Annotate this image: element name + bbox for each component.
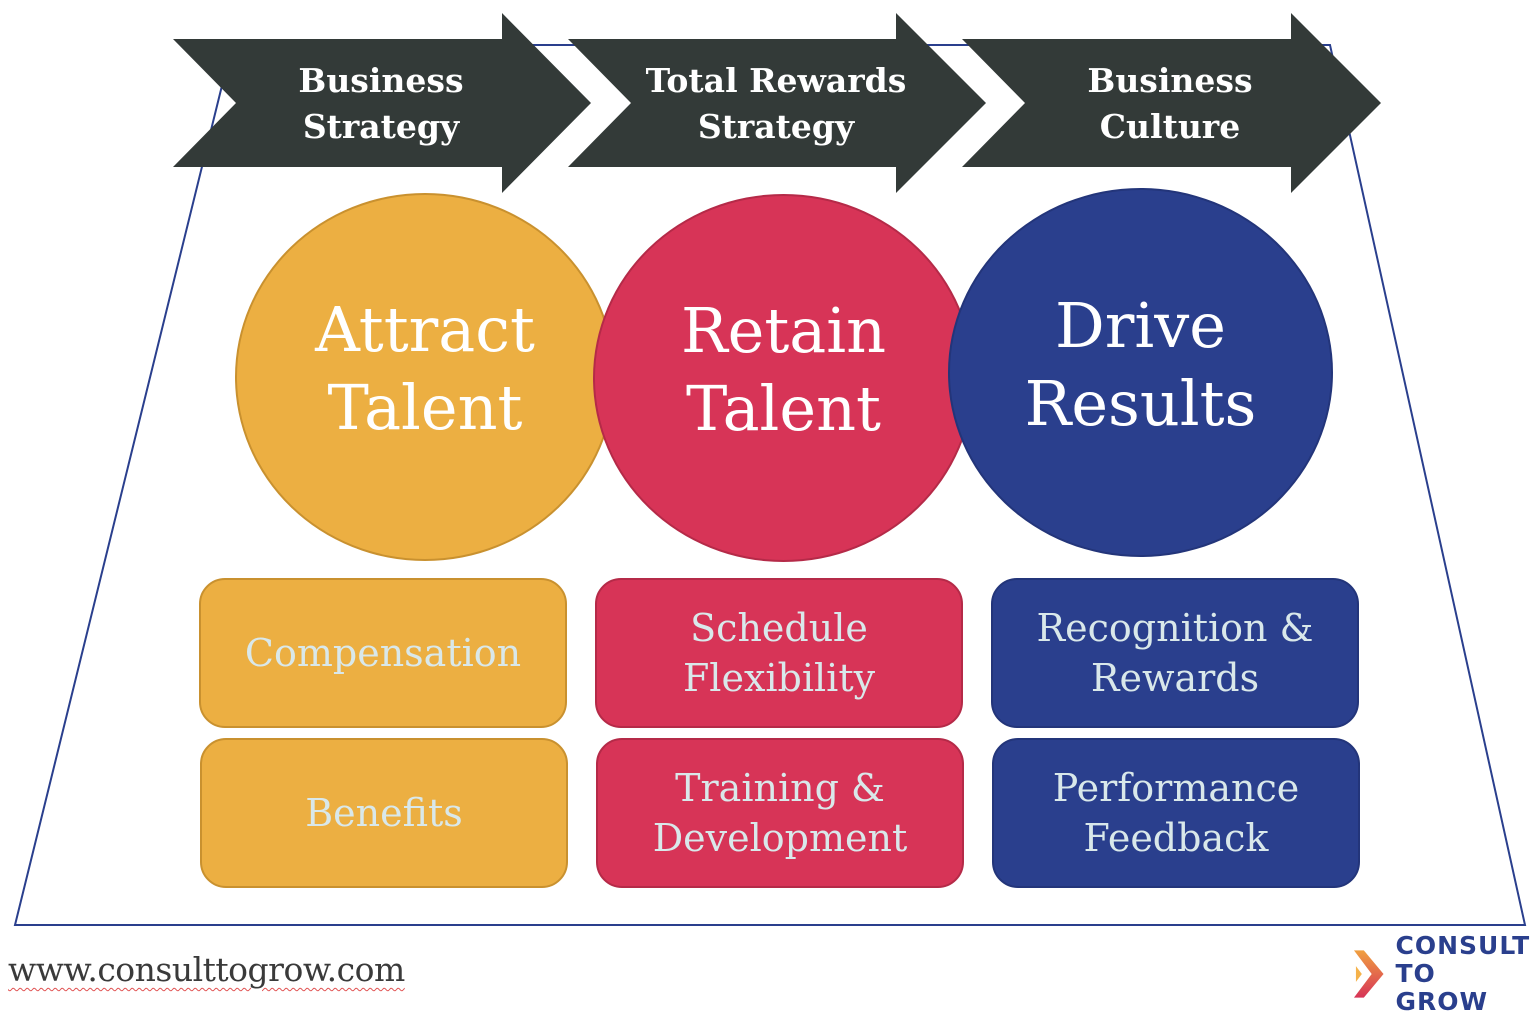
circle-title-line: Results xyxy=(1025,365,1257,443)
box-performance-feedback: Performance Feedback xyxy=(992,738,1360,888)
logo-text-line: TO GROW xyxy=(1396,960,1536,1016)
logo-text-line: CONSULT xyxy=(1396,932,1536,960)
website-url[interactable]: www.consulttogrow.com xyxy=(8,950,405,989)
arrow-label-line: Business xyxy=(1020,58,1320,104)
logo-chevron-icon xyxy=(1352,948,1386,1000)
circle-title-line: Retain xyxy=(681,292,886,370)
arrow-label-business-strategy: Business Strategy xyxy=(231,58,531,150)
box-label: Recognition & xyxy=(1037,603,1314,653)
arrow-label-line: Strategy xyxy=(231,104,531,150)
box-label: Training & xyxy=(675,763,885,813)
box-label: Schedule xyxy=(690,603,868,653)
circle-retain-talent: Retain Talent xyxy=(593,194,974,562)
arrow-label-line: Culture xyxy=(1020,104,1320,150)
arrow-label-line: Total Rewards xyxy=(626,58,926,104)
box-label: Feedback xyxy=(1084,813,1269,863)
circle-title-line: Attract xyxy=(315,291,535,369)
consult-to-grow-logo: CONSULT TO GROW xyxy=(1352,932,1536,1016)
box-label: Development xyxy=(653,813,908,863)
box-recognition-rewards: Recognition & Rewards xyxy=(991,578,1359,728)
box-label: Performance xyxy=(1053,763,1300,813)
arrow-label-total-rewards-strategy: Total Rewards Strategy xyxy=(626,58,926,150)
box-label: Benefits xyxy=(305,788,463,838)
box-label: Compensation xyxy=(245,628,521,678)
box-benefits: Benefits xyxy=(200,738,568,888)
box-label: Flexibility xyxy=(683,653,875,703)
box-schedule-flexibility: Schedule Flexibility xyxy=(595,578,963,728)
circle-title-line: Talent xyxy=(315,369,535,447)
arrow-label-line: Business xyxy=(231,58,531,104)
box-training-development: Training & Development xyxy=(596,738,964,888)
arrow-label-line: Strategy xyxy=(626,104,926,150)
circle-attract-talent: Attract Talent xyxy=(235,193,615,561)
box-label: Rewards xyxy=(1091,653,1259,703)
circle-drive-results: Drive Results xyxy=(948,188,1333,557)
circle-title-line: Talent xyxy=(681,370,886,448)
arrow-label-business-culture: Business Culture xyxy=(1020,58,1320,150)
circle-title-line: Drive xyxy=(1025,287,1257,365)
box-compensation: Compensation xyxy=(199,578,567,728)
